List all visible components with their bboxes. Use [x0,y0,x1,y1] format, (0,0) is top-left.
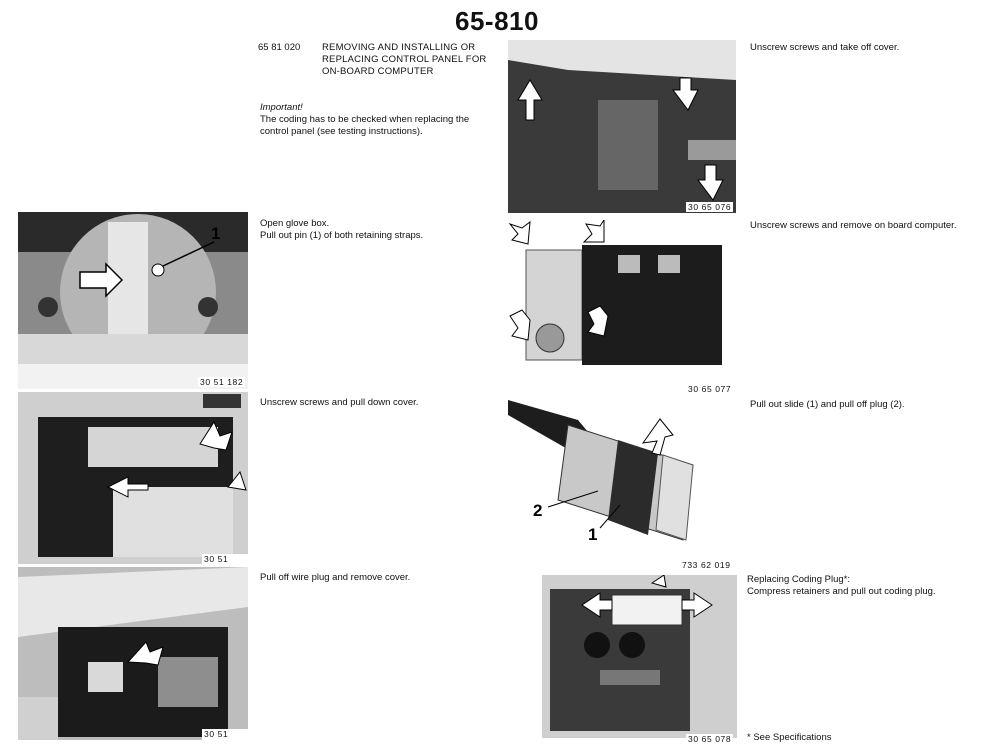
callout-1: 1 [211,224,221,243]
photo-wire-plug: 30 51 166 [18,567,248,740]
photo-id: 30 65 077 [686,384,734,394]
caption-onboard-computer: Unscrew screws and remove on board compu… [750,220,957,231]
footnote: * See Specifications [747,732,832,743]
caption-glove-box: Open glove box. Pull out pin (1) of both… [260,218,485,242]
important-text: The coding has to be checked when replac… [260,114,470,137]
section-code: 65 81 020 [258,42,301,53]
photo-coding-plug [542,575,737,738]
photo-onboard-computer [508,220,736,370]
callout-1: 1 [588,525,598,544]
caption-line: Compress retainers and pull out coding p… [747,586,936,597]
caption-glove-cover: Unscrew screws and pull down cover. [260,397,419,408]
caption-cover: Unscrew screws and take off cover. [750,42,900,53]
caption-coding-plug: Replacing Coding Plug*: Compress retaine… [747,574,972,598]
photo-id: 30 65 078 [686,734,734,744]
photo-glove-cover: 30 51 165 [18,392,248,564]
photo-slide-plug: 2 1 [508,395,718,545]
callout-2: 2 [533,501,543,520]
caption-line: Open glove box. [260,218,330,229]
important-note: Important! The coding has to be checked … [260,102,500,138]
photo-id: 30 51 166 [202,729,248,740]
caption-slide-plug: Pull out slide (1) and pull off plug (2)… [750,399,905,410]
photo-cover: 30 65 076 [508,40,736,213]
important-label: Important! [260,102,303,113]
photo-id: 30 65 076 [686,202,734,212]
photo-id: 30 51 182 [198,377,246,387]
photo-id: 30 51 165 [202,554,248,564]
caption-line: Pull out pin (1) of both retaining strap… [260,230,424,241]
caption-wire-plug: Pull off wire plug and remove cover. [260,572,411,583]
photo-id: 733 62 019 [680,560,733,570]
page-number: 65-810 [455,6,539,36]
photo-glove-box: 1 30 51 182 [18,212,248,389]
caption-line: Replacing Coding Plug*: [747,574,850,585]
section-title: REMOVING AND INSTALLING OR REPLACING CON… [322,42,487,77]
